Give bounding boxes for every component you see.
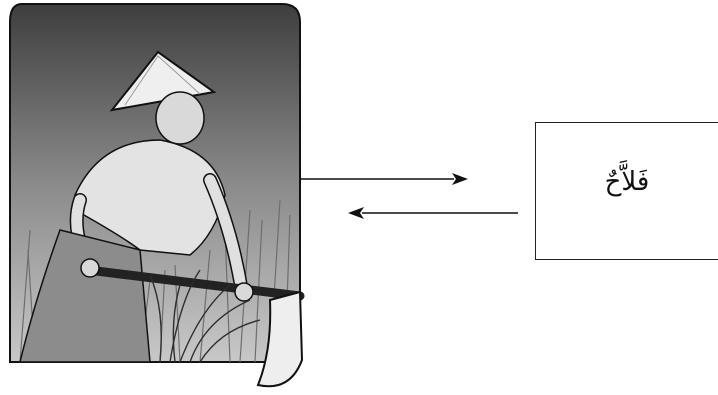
arrow-left-icon — [348, 207, 518, 219]
grass-tuft — [149, 269, 261, 363]
farmer-illustration — [9, 3, 305, 388]
hoe-blade — [256, 290, 304, 388]
hoe-handle — [83, 265, 305, 301]
arrow-right-icon — [300, 173, 468, 185]
word-card: فَلاَّحٌ — [535, 122, 718, 260]
farmer-body — [74, 139, 226, 256]
exchange-arrows — [300, 173, 518, 219]
farmer-pants — [19, 229, 151, 363]
arabic-word: فَلاَّحٌ — [604, 167, 650, 197]
